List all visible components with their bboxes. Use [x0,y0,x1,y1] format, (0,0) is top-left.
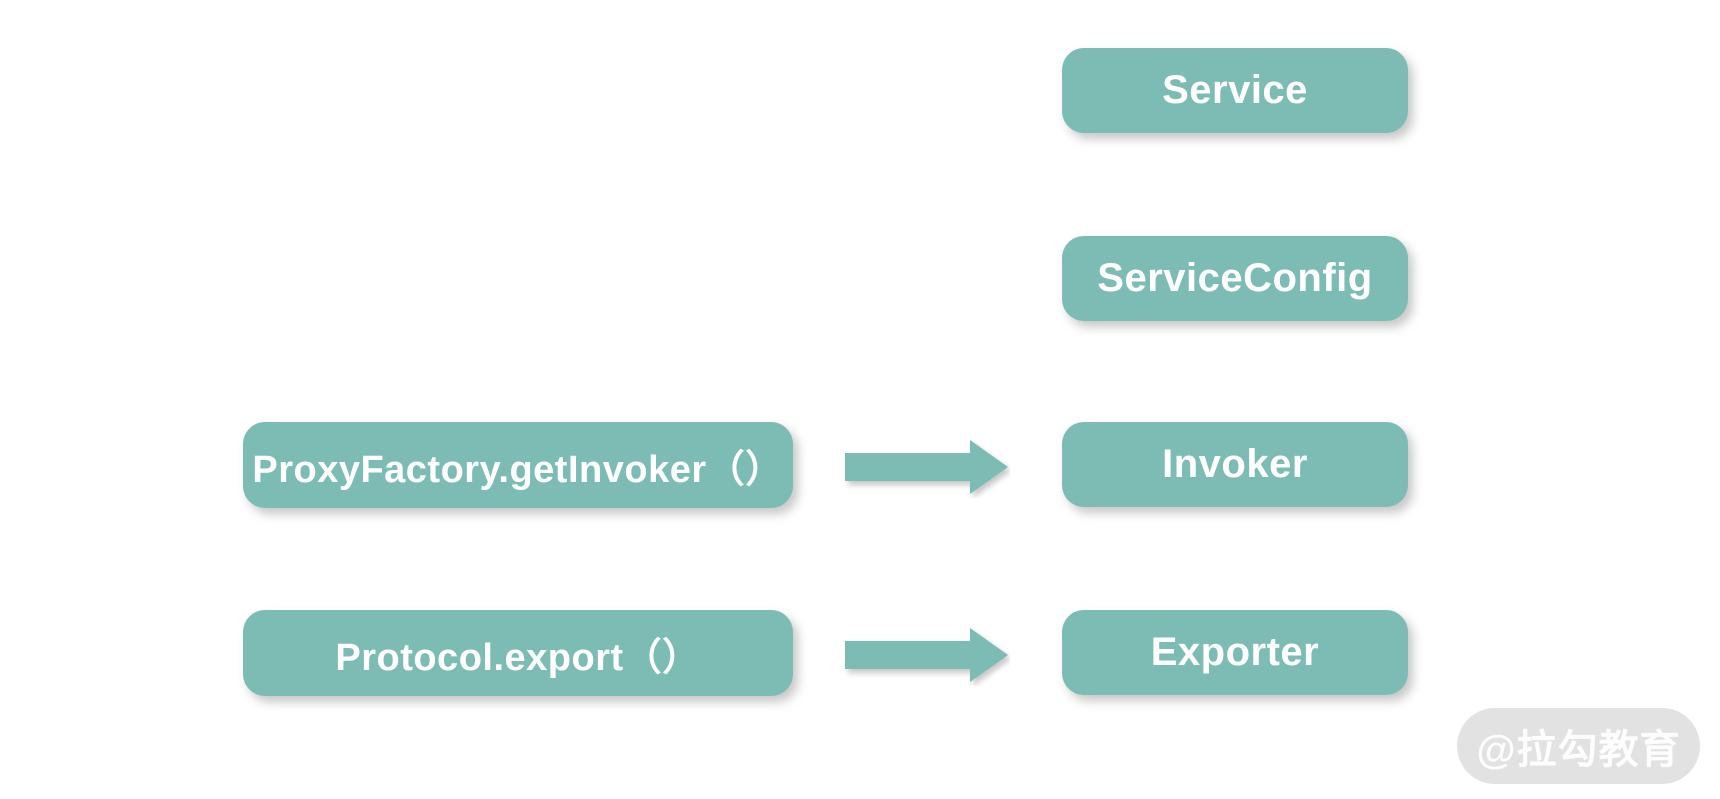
node-invoker: Invoker [1062,422,1408,507]
node-proxyfactory-getinvoker: ProxyFactory.getInvoker（） [243,422,793,508]
arrow-export-to-exporter-icon [845,628,1008,682]
arrow-getinvoker-to-invoker-icon [845,440,1008,494]
node-exporter: Exporter [1062,610,1408,695]
node-service-config: ServiceConfig [1062,236,1408,321]
lagou-watermark-badge: @拉勾教育 [1457,708,1700,784]
node-service: Service [1062,48,1408,133]
node-protocol-export: Protocol.export（） [243,610,793,696]
